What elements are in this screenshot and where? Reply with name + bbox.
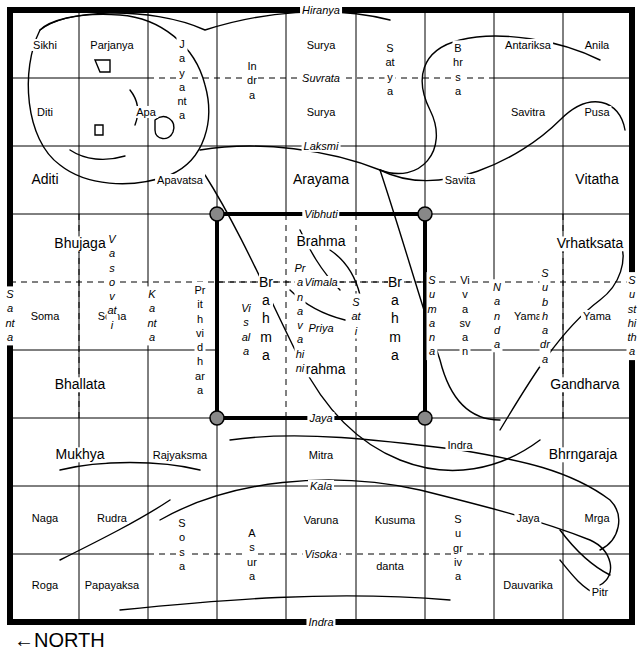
- deity-label: Kanta: [147, 286, 158, 345]
- corner-dots: [210, 207, 432, 425]
- deity-label: Mukhya: [53, 447, 106, 462]
- deity-label: Indra: [445, 439, 474, 451]
- deity-label: Antariksa: [503, 39, 553, 51]
- deity-label: Savita: [443, 174, 478, 186]
- deity-label: Brahma: [259, 272, 273, 365]
- deity-label: Vitatha: [573, 172, 620, 187]
- deity-label: Jaya: [514, 512, 541, 524]
- deity-label: Savitra: [509, 106, 547, 118]
- deity-label: Vivasvan: [460, 272, 471, 360]
- deity-label: Diti: [35, 106, 55, 118]
- deity-label: Subhadra: [540, 265, 551, 367]
- deity-label: danta: [374, 560, 406, 572]
- deity-label: Prithvidhara: [195, 282, 206, 398]
- purusha-figure: [28, 12, 625, 610]
- deity-label: Pusa: [582, 106, 611, 118]
- deity-label: Sati: [351, 294, 362, 339]
- deity-label: Jaya: [307, 412, 334, 424]
- deity-label: Parjanya: [88, 39, 135, 51]
- deity-label: Sugriva: [453, 511, 464, 584]
- deity-label: Santa: [5, 286, 16, 345]
- deity-label: Apa: [134, 106, 158, 118]
- deity-label: Asura: [247, 525, 258, 584]
- deity-label: Bhujaga: [52, 236, 107, 251]
- deity-label: Papayaksa: [83, 579, 141, 591]
- deity-label: Visoka: [303, 548, 340, 560]
- deity-label: Dauvarika: [501, 579, 555, 591]
- deity-label: Pranavahini: [295, 260, 306, 376]
- deity-label: Pitr: [590, 586, 611, 598]
- deity-label: Vimala: [302, 276, 339, 288]
- deity-label: Arayama: [291, 172, 351, 187]
- deity-label: Suvrata: [300, 72, 342, 84]
- deity-label: Susthitha: [627, 272, 638, 360]
- deity-label: Naga: [30, 512, 60, 524]
- deity-label: Vasovati: [107, 231, 118, 333]
- deity-label: Satya: [385, 40, 396, 99]
- deity-label: Anila: [583, 39, 611, 51]
- deity-label: Surya: [305, 39, 338, 51]
- deity-label: Surya: [305, 106, 338, 118]
- deity-label: Apavatsa: [155, 174, 205, 186]
- deity-label: Mitra: [307, 449, 335, 461]
- deity-label: Sosa: [177, 515, 188, 574]
- deity-label: Indra: [247, 58, 258, 103]
- deity-label: Mrga: [582, 512, 611, 524]
- deity-label: Vibhuti: [302, 208, 339, 220]
- deity-label: Sikhi: [31, 39, 59, 51]
- deity-label: Gandharva: [548, 377, 621, 392]
- deity-label: Bhrsa: [453, 40, 464, 99]
- deity-label: Kala: [308, 480, 334, 492]
- deity-label: Brahma: [294, 234, 347, 249]
- deity-label: Vrhatksata: [555, 236, 625, 251]
- deity-label: Brahma: [388, 272, 402, 365]
- deity-label: Varuna: [302, 514, 341, 526]
- deity-label: Bhrngaraja: [547, 447, 620, 462]
- deity-label: Roga: [30, 579, 60, 591]
- deity-label: Hiranya: [300, 4, 342, 16]
- thick-lines: [10, 10, 632, 622]
- deity-label: Rudra: [95, 512, 129, 524]
- deity-label: Nanda: [492, 279, 503, 352]
- grid-lines: [10, 10, 632, 622]
- deity-label: Rajyaksma: [151, 449, 209, 461]
- deity-label: Laksmi: [302, 140, 341, 152]
- deity-label: Priya: [306, 322, 335, 334]
- deity-label: Indra: [306, 616, 335, 628]
- deity-label: Yama: [581, 310, 613, 322]
- deity-label: Kusuma: [373, 514, 417, 526]
- deity-label: Sumana: [427, 272, 438, 360]
- deity-label: Aditi: [29, 172, 60, 187]
- compass-label: ←NORTH: [12, 629, 107, 651]
- deity-label: Bhallata: [53, 377, 108, 392]
- deity-label: Soma: [29, 310, 62, 322]
- deity-label: Jayanta: [177, 36, 188, 124]
- deity-label: Visala: [241, 300, 252, 359]
